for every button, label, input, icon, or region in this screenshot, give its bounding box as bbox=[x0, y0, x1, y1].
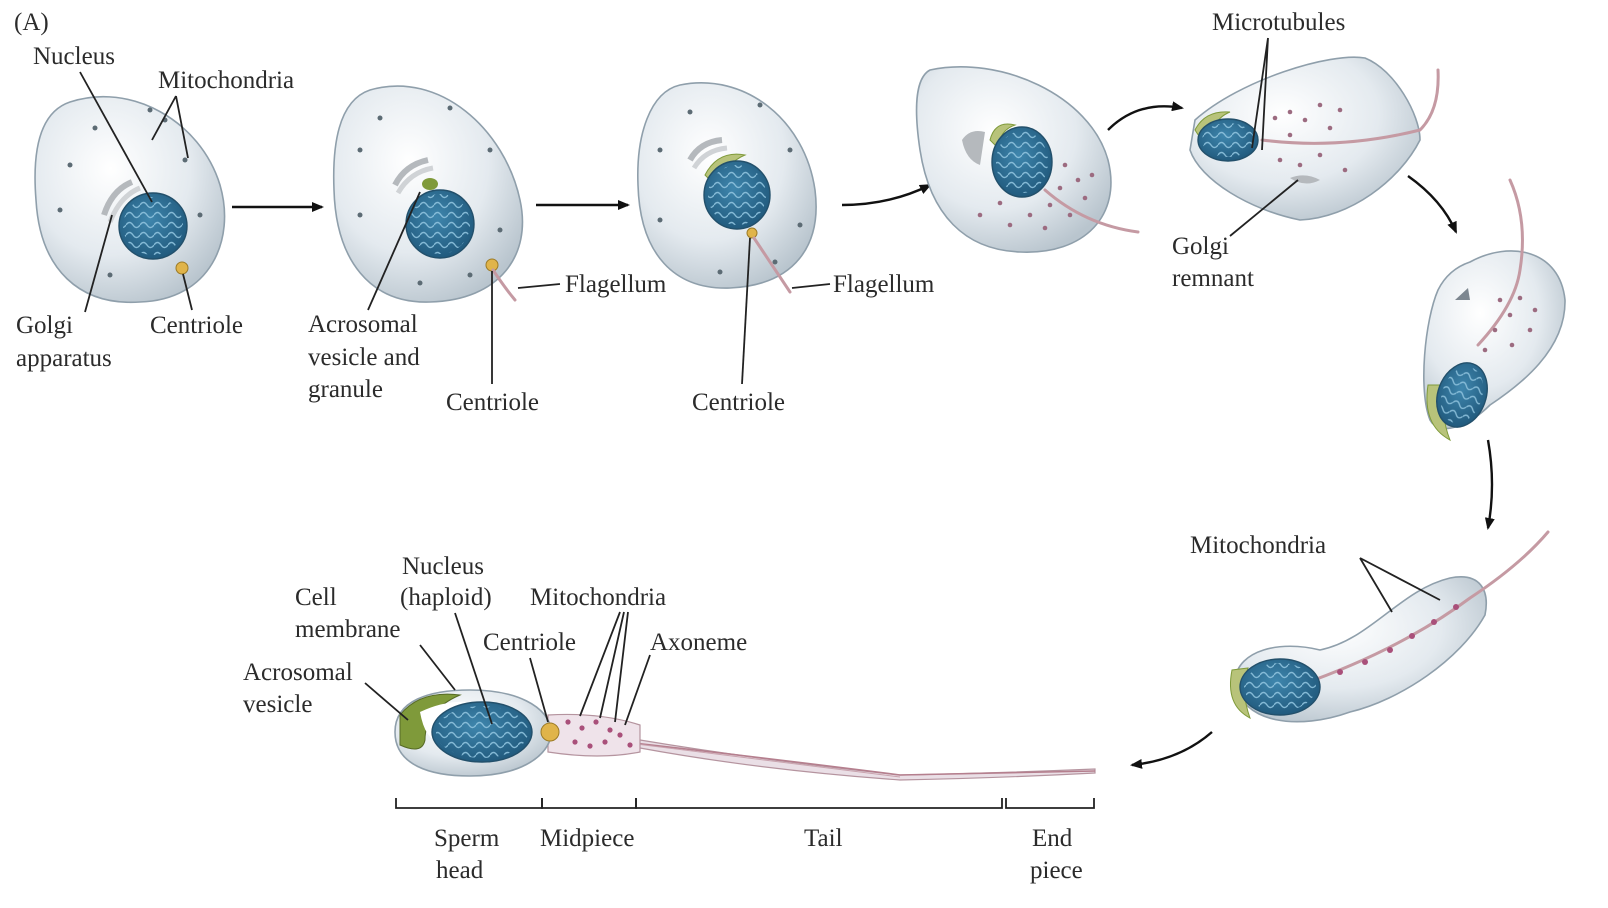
flagellum-label-2: Flagellum bbox=[833, 271, 935, 298]
stage-arrow-3 bbox=[842, 185, 930, 205]
sperm-head-label: Sperm bbox=[434, 825, 500, 852]
sperm-nucleus-label-2: (haploid) bbox=[400, 584, 492, 611]
sperm-nucleus-label: Nucleus bbox=[402, 553, 484, 580]
centriole-label: Centriole bbox=[150, 312, 243, 339]
spermatid-stage-6 bbox=[1424, 180, 1565, 440]
nucleus-label: Nucleus bbox=[33, 43, 115, 70]
centriole-label-3: Centriole bbox=[692, 389, 785, 416]
nucleus bbox=[992, 127, 1052, 197]
acrosomal-granule-label-3: granule bbox=[308, 376, 383, 403]
end-piece-label: End bbox=[1032, 825, 1073, 852]
stage-arrow-6 bbox=[1488, 440, 1492, 528]
spermatid-stage-7 bbox=[1230, 532, 1548, 722]
acrosomal-granule-label-2: vesicle and bbox=[308, 344, 420, 371]
stage-arrow-4 bbox=[1108, 106, 1182, 130]
axoneme-leader bbox=[625, 655, 650, 725]
sperm-head-label-2: head bbox=[436, 857, 484, 884]
sperm-mitochondria-label: Mitochondria bbox=[530, 584, 666, 611]
axoneme-fiber bbox=[620, 742, 900, 777]
sperm-head-brace bbox=[396, 798, 542, 808]
flagellum-leader bbox=[518, 284, 560, 288]
golgi-apparatus-label-2: apparatus bbox=[16, 345, 112, 372]
acrosomal-vesicle-label: Acrosomal bbox=[243, 659, 353, 686]
centriole-label-2: Centriole bbox=[446, 389, 539, 416]
microtubules-label: Microtubules bbox=[1212, 9, 1345, 36]
acrosomal-granule-label: Acrosomal bbox=[308, 311, 418, 338]
cell-membrane-leader bbox=[420, 645, 455, 690]
spermatid-stage-4 bbox=[917, 67, 1138, 252]
golgi-apparatus-label: Golgi bbox=[16, 312, 73, 339]
nucleus bbox=[1198, 119, 1258, 161]
acrosomal-granule bbox=[422, 178, 438, 190]
midpiece-brace bbox=[542, 798, 636, 808]
end-piece-label-2: piece bbox=[1030, 857, 1083, 884]
golgi-remnant-label-2: remnant bbox=[1172, 265, 1254, 292]
end-piece-brace bbox=[1006, 798, 1094, 808]
mature-sperm bbox=[395, 690, 1095, 780]
tail-label: Tail bbox=[804, 825, 843, 852]
acrosomal-vesicle-leader bbox=[365, 683, 408, 720]
cell-membrane-label-2: membrane bbox=[295, 616, 401, 643]
panel-label: (A) bbox=[14, 9, 49, 36]
spermatid-stage-3 bbox=[638, 83, 816, 292]
flagellum bbox=[493, 270, 515, 300]
sperm-centriole-label: Centriole bbox=[483, 629, 576, 656]
golgi-remnant-label: Golgi bbox=[1172, 233, 1229, 260]
sperm-centriole bbox=[541, 723, 559, 741]
cell-body bbox=[35, 97, 225, 303]
nucleus bbox=[119, 193, 187, 259]
spermatid-stage-2 bbox=[334, 86, 523, 302]
centriole bbox=[176, 262, 188, 274]
stage-arrow-5 bbox=[1408, 176, 1456, 232]
nucleus bbox=[704, 161, 770, 229]
midpiece-label: Midpiece bbox=[540, 825, 634, 852]
stage-arrow-7 bbox=[1132, 732, 1212, 765]
acrosomal-vesicle-label-2: vesicle bbox=[243, 691, 312, 718]
centriole bbox=[747, 228, 757, 238]
cell-membrane-label: Cell bbox=[295, 584, 337, 611]
mitochondria-label: Mitochondria bbox=[158, 67, 294, 94]
flagellum-label: Flagellum bbox=[565, 271, 667, 298]
tail-brace bbox=[636, 798, 1002, 808]
nucleus bbox=[1240, 659, 1320, 715]
sperm-mitochondria-leader bbox=[580, 612, 628, 722]
sperm-nucleus bbox=[432, 702, 532, 762]
spermatid-stage-1 bbox=[35, 97, 225, 303]
axoneme-label: Axoneme bbox=[650, 629, 747, 656]
flagellum-leader-2 bbox=[792, 284, 830, 288]
spermatid-stage-5 bbox=[1190, 57, 1438, 220]
mitochondria-label-2: Mitochondria bbox=[1190, 532, 1326, 559]
